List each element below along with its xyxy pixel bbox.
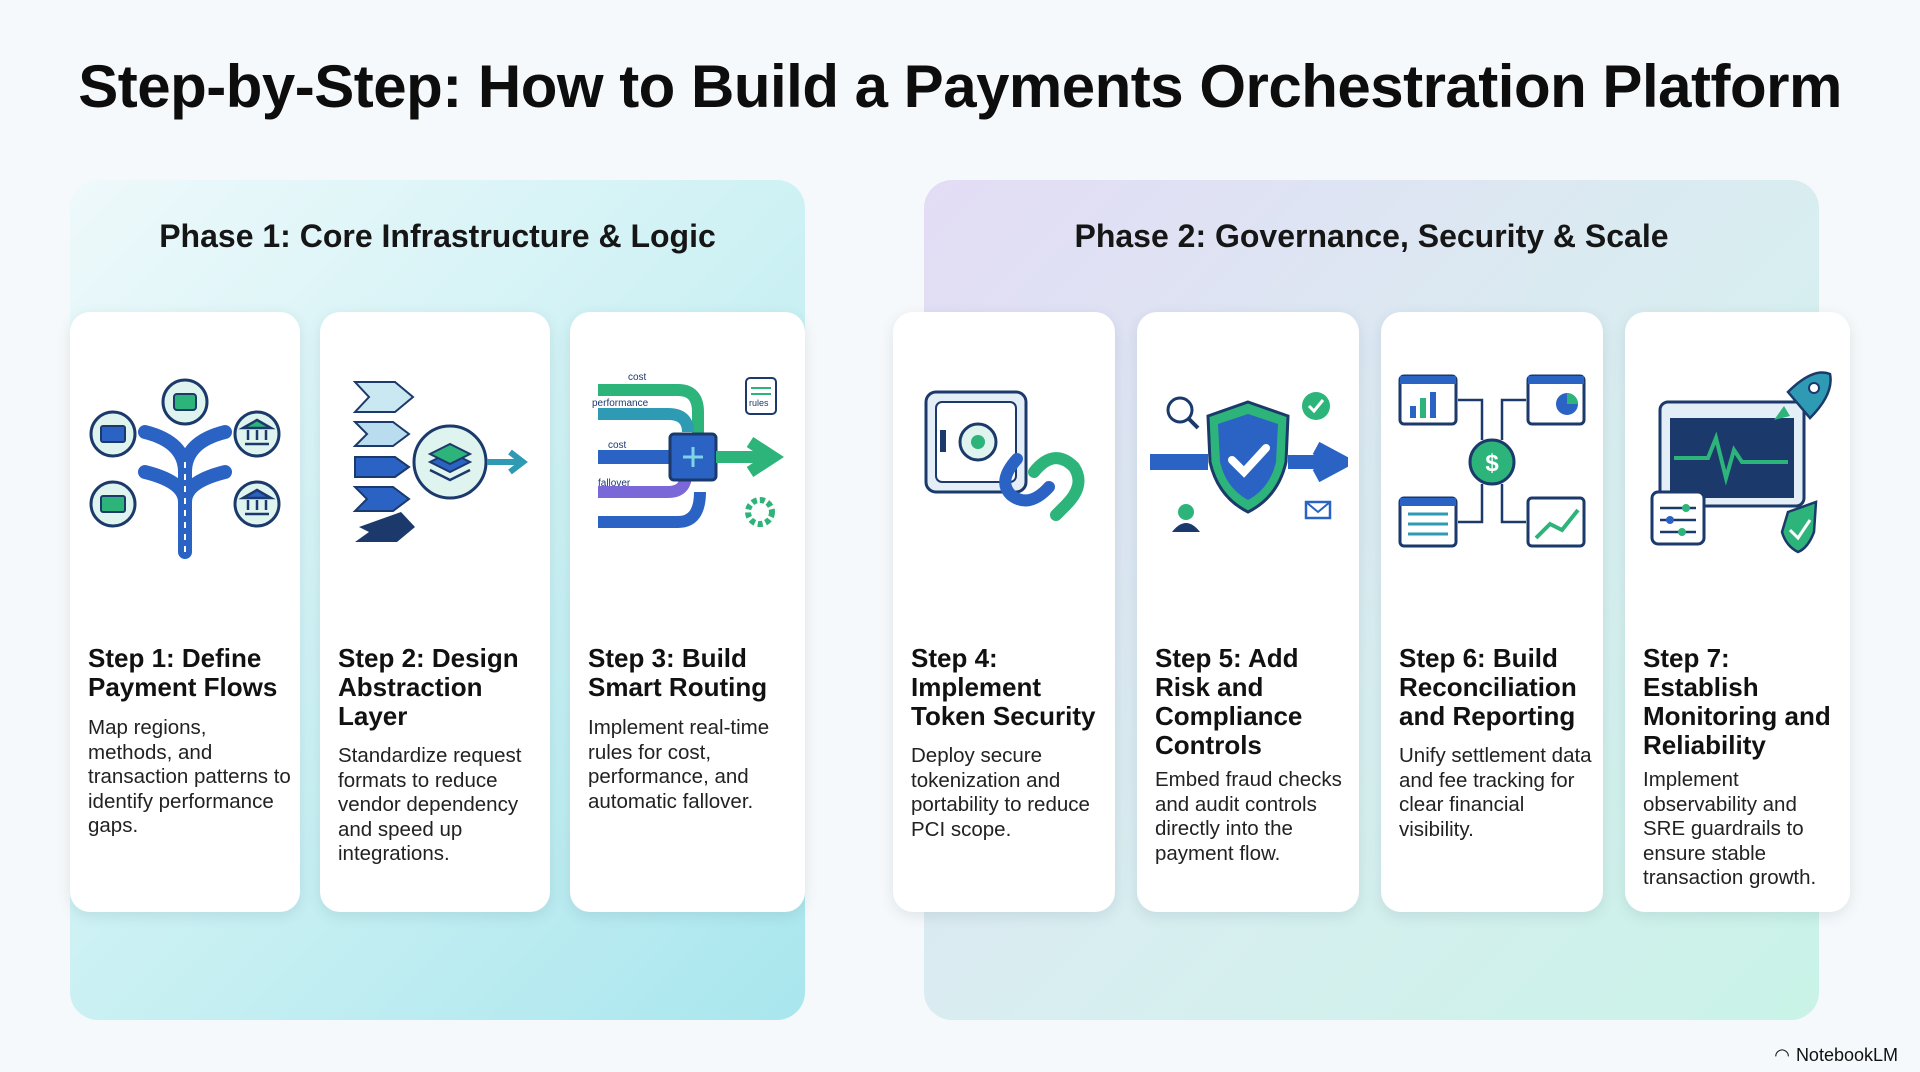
brand-watermark: ◠ NotebookLM [1774,1045,1898,1066]
step-3-title: Step 3: Build Smart Routing [588,643,768,702]
routing-label-fallover: fallover [598,478,631,489]
step-card-2: Step 2: Design Abstraction Layer Standar… [320,312,550,912]
step-7-title: Step 7: Establish Monitoring and Reliabi… [1643,643,1831,760]
routing-label-rules: rules [749,398,769,408]
routing-icon: cost performance cost fallover rules [592,372,784,528]
step-card-4: Step 4: Implement Token Security Deploy … [893,312,1115,912]
step-6-description: Unify settlement data and fee tracking f… [1399,744,1592,841]
step-card-6: $ Step 6: Build Reconciliation and Repor… [1381,312,1603,912]
shield-icon [1150,392,1348,532]
vault-icon [924,390,1085,521]
step-card-7: Step 7: Establish Monitoring and Reliabi… [1625,312,1850,912]
monitor-icon [1650,371,1832,554]
step-7-description: Implement observability and SRE guardrai… [1643,768,1817,889]
step-3-description: Implement real-time rules for cost, perf… [588,716,770,813]
reports-icon: $ [1398,374,1586,548]
branching-flow-icon [89,378,281,559]
notebooklm-logo-icon: ◠ [1774,1045,1790,1065]
step-2-title: Step 2: Design Abstraction Layer [338,643,519,731]
step-1-title: Step 1: Define Payment Flows [88,643,278,702]
step-card-1: Step 1: Define Payment Flows Map regions… [70,312,300,912]
routing-label-cost-mid: cost [608,440,627,451]
routing-label-performance: performance [592,398,649,409]
step-5-title: Step 5: Add Risk and Compliance Controls [1155,643,1303,760]
layers-icon [352,381,528,542]
svg-text:$: $ [1485,450,1499,477]
brand-label: NotebookLM [1795,1045,1898,1065]
phase-1-label: Phase 1: Core Infrastructure & Logic [159,218,716,254]
step-5-description: Embed fraud checks and audit controls di… [1155,768,1342,865]
step-4-title: Step 4: Implement Token Security [911,643,1096,731]
phase-2-label: Phase 2: Governance, Security & Scale [1074,218,1669,254]
step-2-description: Standardize request formats to reduce ve… [338,744,522,865]
step-card-5: Step 5: Add Risk and Compliance Controls… [1137,312,1359,912]
step-1-description: Map regions, methods, and transaction pa… [88,716,291,837]
step-4-description: Deploy secure tokenization and portabili… [911,744,1090,841]
step-card-3: cost performance cost fallover rules Ste… [570,312,805,912]
routing-label-cost-top: cost [628,372,647,383]
page-title: Step-by-Step: How to Build a Payments Or… [78,53,1842,120]
step-6-title: Step 6: Build Reconciliation and Reporti… [1399,643,1577,731]
